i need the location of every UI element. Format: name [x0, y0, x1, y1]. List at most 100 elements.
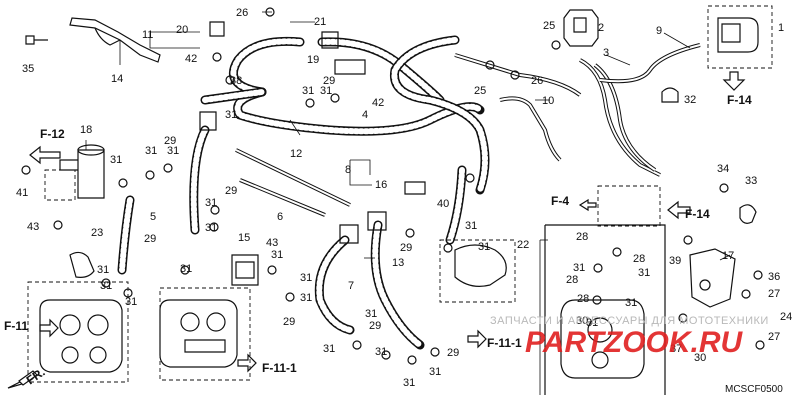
part-label[interactable]: 31 — [429, 366, 441, 378]
part-label[interactable]: 29 — [369, 320, 381, 332]
part-label[interactable]: 28 — [577, 293, 589, 305]
part-label[interactable]: 19 — [307, 54, 319, 66]
part-label[interactable]: 26 — [531, 75, 543, 87]
part-label[interactable]: 31 — [586, 317, 598, 329]
part-label[interactable]: 31 — [300, 272, 312, 284]
part-label[interactable]: 28 — [633, 253, 645, 265]
part-label[interactable]: 40 — [437, 198, 449, 210]
section-ref-f14-right[interactable]: F-14 — [685, 207, 710, 221]
part-label[interactable]: 31 — [323, 343, 335, 355]
part-label[interactable]: 36 — [768, 271, 780, 283]
part-label[interactable]: 30 — [694, 352, 706, 364]
leader-lines — [85, 11, 731, 395]
section-ref-f11-1-right[interactable]: F-11-1 — [487, 336, 522, 350]
part-label[interactable]: 31 — [125, 296, 137, 308]
part-label[interactable]: 4 — [362, 109, 368, 121]
watermark-logo: PARTZOOK.RU — [525, 326, 744, 359]
part-label[interactable]: 29 — [400, 242, 412, 254]
part-label[interactable]: 7 — [348, 280, 354, 292]
part-label[interactable]: 37 — [670, 343, 682, 355]
part-label[interactable]: 31 — [167, 145, 179, 157]
part-label[interactable]: 11 — [142, 29, 153, 41]
part-label[interactable]: 31 — [320, 85, 332, 97]
part-label[interactable]: 22 — [517, 239, 529, 251]
part-label[interactable]: 31 — [97, 264, 109, 276]
part-label[interactable]: 6 — [277, 211, 283, 223]
part-label[interactable]: 29 — [225, 185, 237, 197]
part-label[interactable]: 5 — [150, 211, 156, 223]
part-label[interactable]: 31 — [180, 263, 192, 275]
part-label[interactable]: 20 — [176, 24, 188, 36]
part-label[interactable]: 31 — [205, 197, 217, 209]
part-label[interactable]: 31 — [638, 267, 650, 279]
part-label[interactable]: 31 — [365, 308, 377, 320]
part-label[interactable]: 29 — [144, 233, 156, 245]
section-ref-f11-1-center[interactable]: F-11-1 — [262, 361, 297, 375]
part-label[interactable]: 38 — [230, 75, 242, 87]
part-label[interactable]: 41 — [16, 187, 28, 199]
part-label[interactable]: 1 — [778, 22, 784, 34]
part-label[interactable]: 10 — [542, 95, 554, 107]
part-label[interactable]: 25 — [474, 85, 486, 97]
part-label[interactable]: 13 — [392, 257, 404, 269]
section-ref-f11[interactable]: F-11 — [4, 319, 28, 333]
part-label[interactable]: 31 — [145, 145, 157, 157]
part-label[interactable]: 31 — [225, 109, 237, 121]
hose-art — [117, 35, 701, 350]
part-label[interactable]: 29 — [283, 316, 295, 328]
part-label[interactable]: 35 — [22, 63, 34, 75]
part-label[interactable]: 33 — [745, 175, 757, 187]
component-art — [7, 5, 773, 395]
part-label[interactable]: 3 — [603, 47, 609, 59]
part-label[interactable]: 31 — [375, 346, 387, 358]
diagram-code: MCSCF0500 — [725, 384, 783, 395]
section-ref-f4[interactable]: F-4 — [551, 194, 569, 208]
watermark: ЗАПЧАСТИ И АКСЕССУАРЫ ДЛЯ МОТОТЕХНИКИ PA… — [490, 315, 768, 359]
part-label[interactable]: 43 — [266, 237, 278, 249]
part-label[interactable]: 31 — [573, 262, 585, 274]
part-label[interactable]: 31 — [271, 249, 283, 261]
part-label[interactable]: 39 — [669, 255, 681, 267]
part-label[interactable]: 27 — [768, 331, 780, 343]
part-label[interactable]: 8 — [345, 164, 351, 176]
part-label[interactable]: 31 — [403, 377, 415, 389]
part-label[interactable]: 28 — [576, 231, 588, 243]
part-label[interactable]: 31 — [465, 220, 477, 232]
part-label[interactable]: 14 — [111, 73, 123, 85]
part-label[interactable]: 12 — [290, 148, 302, 160]
part-label[interactable]: 28 — [566, 274, 578, 286]
section-ref-f14-top[interactable]: F-14 — [727, 93, 752, 107]
part-label[interactable]: 26 — [236, 7, 248, 19]
part-label[interactable]: 29 — [164, 135, 176, 147]
section-ref-f12[interactable]: F-12 — [40, 127, 65, 141]
part-label[interactable]: 27 — [768, 288, 780, 300]
front-direction-label: FR. — [24, 365, 48, 388]
part-label[interactable]: 25 — [543, 20, 555, 32]
part-label[interactable]: 31 — [205, 222, 217, 234]
part-label[interactable]: 9 — [656, 25, 662, 37]
part-label[interactable]: 2 — [598, 22, 604, 34]
part-label[interactable]: 18 — [80, 124, 92, 136]
part-label[interactable]: 43 — [27, 221, 39, 233]
part-label[interactable]: 17 — [722, 250, 734, 262]
part-label[interactable]: 42 — [372, 97, 384, 109]
part-label[interactable]: 21 — [314, 16, 326, 28]
part-label[interactable]: 29 — [323, 75, 335, 87]
part-number-labels: 35 14 11 20 21 26 42 38 19 29 42 4 31 31… — [16, 7, 792, 389]
part-label[interactable]: 23 — [91, 227, 103, 239]
part-label[interactable]: 31 — [300, 292, 312, 304]
part-label[interactable]: 15 — [238, 232, 250, 244]
part-label[interactable]: 31 — [100, 280, 112, 292]
part-label[interactable]: 34 — [717, 163, 729, 175]
part-label[interactable]: 29 — [447, 347, 459, 359]
part-label[interactable]: 32 — [684, 94, 696, 106]
part-label[interactable]: 31 — [625, 297, 637, 309]
part-label[interactable]: 24 — [780, 311, 792, 323]
part-label[interactable]: 30 — [576, 315, 588, 327]
part-label[interactable]: 16 — [375, 179, 387, 191]
part-label[interactable]: 31 — [478, 241, 490, 253]
part-label[interactable]: 31 — [302, 85, 314, 97]
part-label[interactable]: 42 — [185, 53, 197, 65]
part-label[interactable]: 31 — [110, 154, 122, 166]
